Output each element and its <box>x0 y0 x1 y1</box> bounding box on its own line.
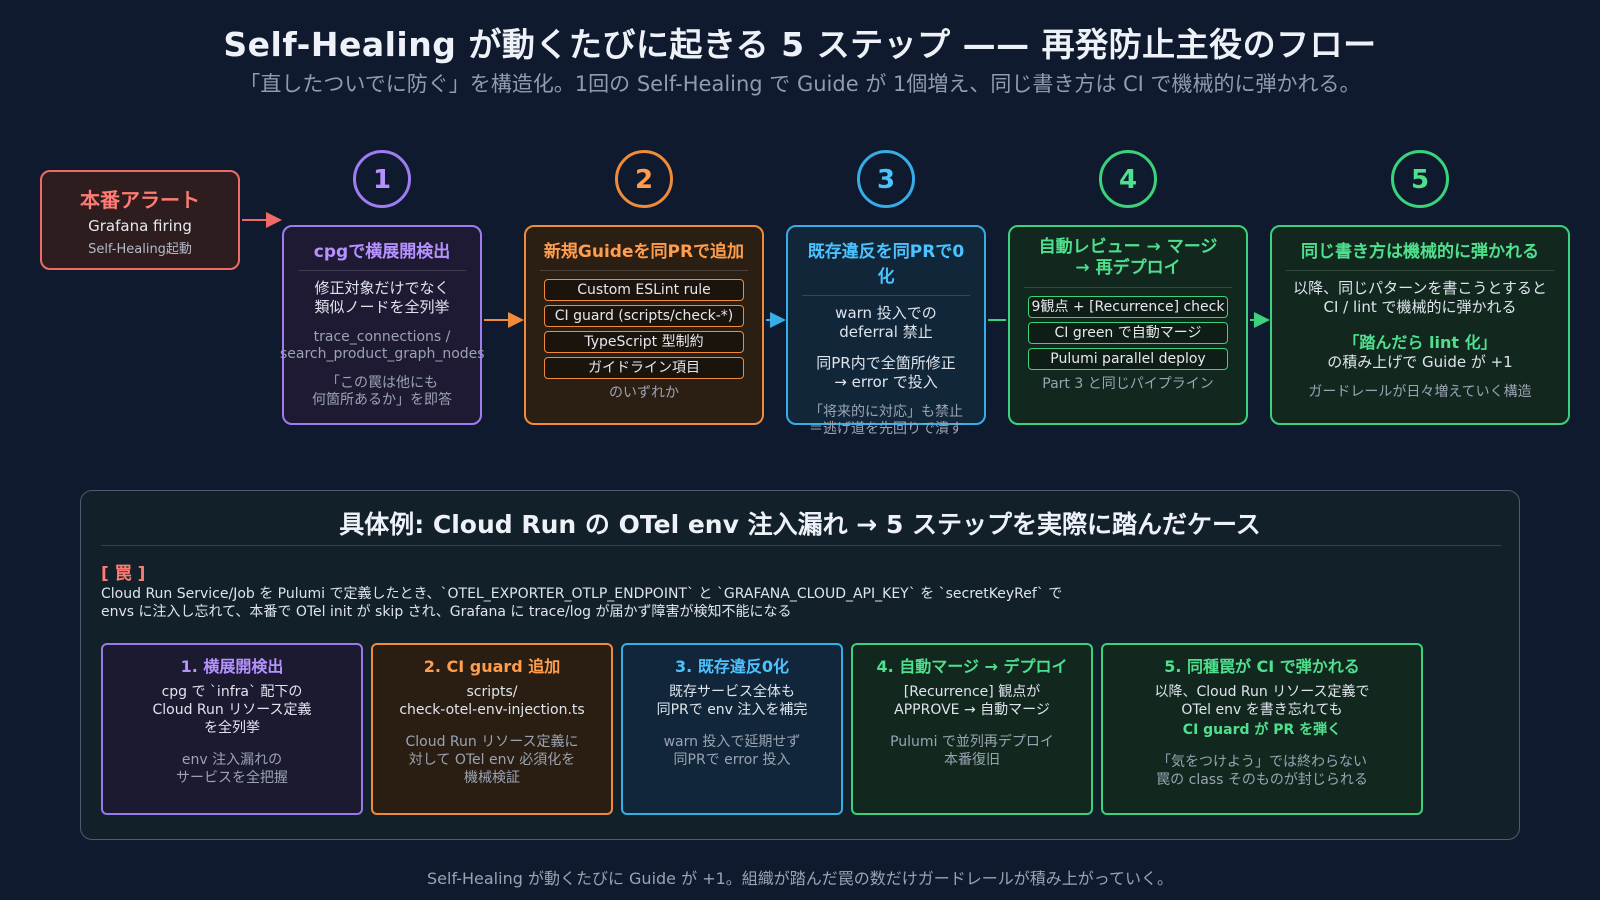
card-note: Cloud Run リソース定義に <box>405 734 579 750</box>
example-card-4: 4. 自動マージ → デプロイ [Recurrence] 観点が APPROVE… <box>851 643 1093 815</box>
step-3-note: 「将来的に対応」も禁止 <box>809 404 963 420</box>
trap-heading: [ 罠 ] <box>101 564 146 584</box>
step-5-line: 以降、同じパターンを書こうとすると <box>1293 279 1547 297</box>
step-1-note: 「この罠は他にも <box>326 375 438 391</box>
guide-type-tag: TypeScript 型制約 <box>544 331 744 353</box>
guide-type-tag: CI guard (scripts/check-*) <box>544 305 744 327</box>
step-1-line: 修正対象だけでなく <box>314 279 450 297</box>
step-5-box: 同じ書き方は機械的に弾かれる 以降、同じパターンを書こうとすると CI / li… <box>1270 225 1570 425</box>
card-3-title: 3. 既存違反0化 <box>675 657 789 676</box>
step-2-note: のいずれか <box>609 385 679 401</box>
card-line: APPROVE → 自動マージ <box>894 702 1050 718</box>
step-1-meta: search_product_graph_nodes <box>280 346 485 362</box>
alert-title: 本番アラート <box>80 188 200 212</box>
card-line: scripts/ <box>466 684 518 700</box>
step-5-line: の積み上げで Guide が +1 <box>1327 353 1513 371</box>
step-3-line: deferral 禁止 <box>839 323 933 341</box>
step-2-box: 新規Guideを同PRで追加 Custom ESLint rule CI gua… <box>524 225 764 425</box>
example-card-3: 3. 既存違反0化 既存サービス全体も 同PRで env 注入を補完 warn … <box>621 643 843 815</box>
trap-line-2: envs に注入し忘れて、本番で OTel init が skip され、Gra… <box>101 604 792 620</box>
step-5-line: CI / lint で機械的に弾かれる <box>1323 298 1517 316</box>
card-5-emphasis: CI guard が PR を弾く <box>1182 722 1342 738</box>
card-note: 本番復旧 <box>944 752 1000 768</box>
step-1-number: 1 <box>353 150 411 208</box>
pipeline-tag: CI green で自動マージ <box>1028 322 1228 344</box>
guide-type-tag: Custom ESLint rule <box>544 279 744 301</box>
example-card-5: 5. 同種罠が CI で弾かれる 以降、Cloud Run リソース定義で OT… <box>1101 643 1423 815</box>
step-4-title-line-1: 自動レビュー → マージ <box>1038 237 1218 257</box>
alert-line-2: Self-Healing起動 <box>88 242 192 257</box>
step-1-title: cpgで横展開検出 <box>298 237 466 271</box>
step-5-emphasis: 「踏んだら lint 化」 <box>1343 333 1497 352</box>
step-3-box: 既存違反を同PRで0化 warn 投入での deferral 禁止 同PR内で全… <box>786 225 986 437</box>
step-4-number: 4 <box>1099 150 1157 208</box>
step-3-line: → error で投入 <box>834 373 938 391</box>
example-divider <box>101 545 1501 546</box>
step-3-number: 3 <box>857 150 915 208</box>
example-title: 具体例: Cloud Run の OTel env 注入漏れ → 5 ステップを… <box>339 510 1261 539</box>
step-4-box: 自動レビュー → マージ → 再デプロイ 9観点 + [Recurrence] … <box>1008 225 1248 425</box>
card-line: check-otel-env-injection.ts <box>399 702 585 718</box>
step-2-title: 新規Guideを同PRで追加 <box>540 237 748 271</box>
step-1-note: 何箇所あるか」を即答 <box>312 392 452 408</box>
example-panel: 具体例: Cloud Run の OTel env 注入漏れ → 5 ステップを… <box>80 490 1520 840</box>
step-1-meta: trace_connections / <box>313 329 451 345</box>
step-4-note: Part 3 と同じパイプライン <box>1042 376 1214 392</box>
card-1-title: 1. 横展開検出 <box>180 657 284 676</box>
step-4-title: 自動レビュー → マージ → 再デプロイ <box>1024 237 1232 288</box>
card-note: env 注入漏れの <box>181 752 283 768</box>
step-3-note: ＝逃げ道を先回りで潰す <box>809 421 963 437</box>
pipeline-tag: 9観点 + [Recurrence] check <box>1028 296 1228 318</box>
step-5-title: 同じ書き方は機械的に弾かれる <box>1286 237 1554 271</box>
card-line: 既存サービス全体も <box>669 684 795 700</box>
card-line: Cloud Run リソース定義 <box>152 702 312 718</box>
step-4-title-line-2: → 再デプロイ <box>1075 258 1181 278</box>
production-alert-box: 本番アラート Grafana firing Self-Healing起動 <box>40 170 240 270</box>
guide-type-tag: ガイドライン項目 <box>544 357 744 379</box>
step-5-number: 5 <box>1391 150 1449 208</box>
card-line: cpg で `infra` 配下の <box>161 684 303 700</box>
step-1-box: cpgで横展開検出 修正対象だけでなく 類似ノードを全列挙 trace_conn… <box>280 225 485 425</box>
card-note: 機械検証 <box>464 770 520 786</box>
pipeline-tag: Pulumi parallel deploy <box>1028 348 1228 370</box>
card-2-title: 2. CI guard 追加 <box>423 657 561 676</box>
footer-caption: Self-Healing が動くたびに Guide が +1。組織が踏んだ罠の数… <box>427 869 1173 888</box>
page-subtitle: 「直したついでに防ぐ」を構造化。1回の Self-Healing で Guide… <box>239 72 1361 96</box>
step-3-title: 既存違反を同PRで0化 <box>802 237 970 296</box>
example-card-1: 1. 横展開検出 cpg で `infra` 配下の Cloud Run リソー… <box>101 643 363 815</box>
trap-description: Cloud Run Service/Job を Pulumi で定義したとき、`… <box>101 585 1301 621</box>
card-4-title: 4. 自動マージ → デプロイ <box>876 657 1068 676</box>
card-5-title: 5. 同種罠が CI で弾かれる <box>1164 657 1360 676</box>
card-note: 「気をつけよう」では終わらない <box>1157 754 1367 770</box>
card-line: OTel env を書き忘れても <box>1181 702 1343 718</box>
card-note: サービスを全把握 <box>176 770 288 786</box>
step-5-note: ガードレールが日々増えていく構造 <box>1308 384 1532 400</box>
card-line: を全列挙 <box>204 720 260 736</box>
step-3-line: warn 投入での <box>835 304 937 322</box>
example-card-2: 2. CI guard 追加 scripts/ check-otel-env-i… <box>371 643 613 815</box>
step-2-number: 2 <box>615 150 673 208</box>
card-note: warn 投入で延期せず <box>663 734 801 750</box>
card-line: [Recurrence] 観点が <box>903 684 1041 700</box>
card-note: Pulumi で並列再デプロイ <box>890 734 1054 750</box>
card-note: 同PRで error 投入 <box>673 752 791 768</box>
trap-line-1: Cloud Run Service/Job を Pulumi で定義したとき、`… <box>101 586 1063 602</box>
alert-line-1: Grafana firing <box>88 217 192 235</box>
card-note: 対して OTel env 必須化を <box>408 752 576 768</box>
page-title: Self-Healing が動くたびに起きる 5 ステップ —— 再発防止主役の… <box>223 25 1377 64</box>
step-3-line: 同PR内で全箇所修正 <box>816 354 956 372</box>
card-line: 同PRで env 注入を補完 <box>656 702 808 718</box>
card-line: 以降、Cloud Run リソース定義で <box>1154 684 1370 700</box>
card-note: 罠の class そのものが封じられる <box>1156 772 1368 788</box>
step-1-line: 類似ノードを全列挙 <box>314 298 450 316</box>
